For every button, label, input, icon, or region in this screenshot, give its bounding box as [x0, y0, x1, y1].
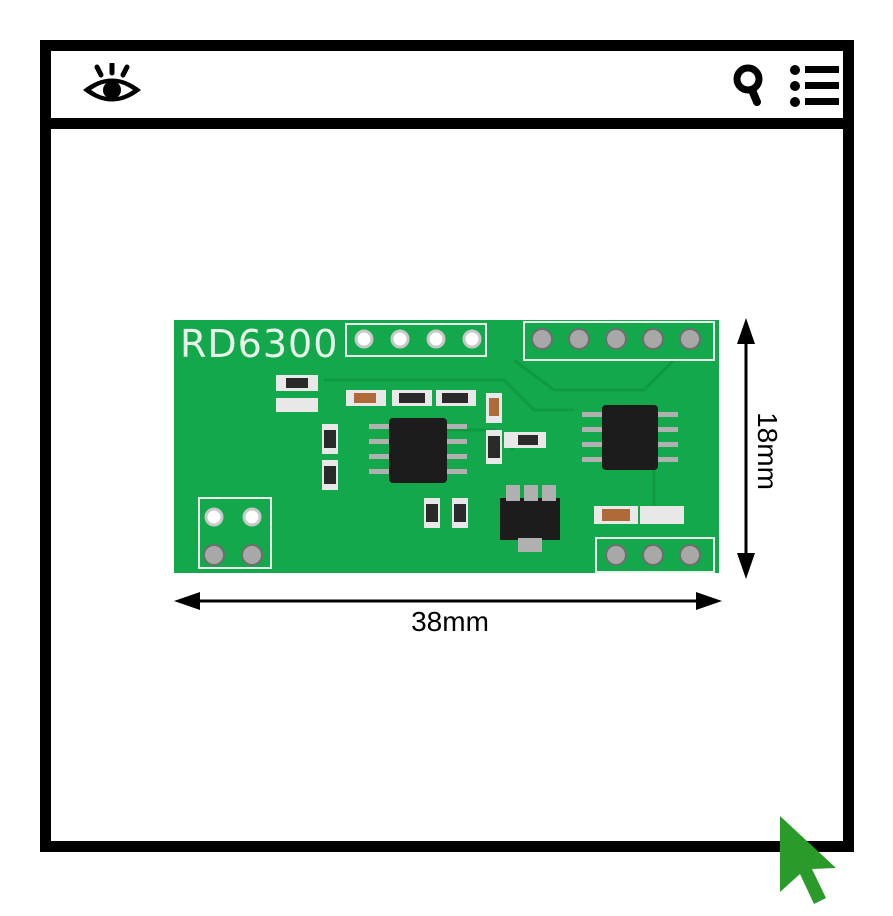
title-bar [51, 51, 843, 129]
height-dimension-label: 18mm [752, 412, 783, 490]
list-menu-icon[interactable] [789, 63, 841, 109]
eye-icon[interactable] [81, 63, 143, 105]
search-icon[interactable] [733, 64, 767, 106]
width-dimension-label: 38mm [411, 606, 489, 637]
board-label: RD6300 [180, 322, 339, 366]
rfid-module-board [174, 320, 719, 573]
cursor-icon [780, 816, 836, 904]
